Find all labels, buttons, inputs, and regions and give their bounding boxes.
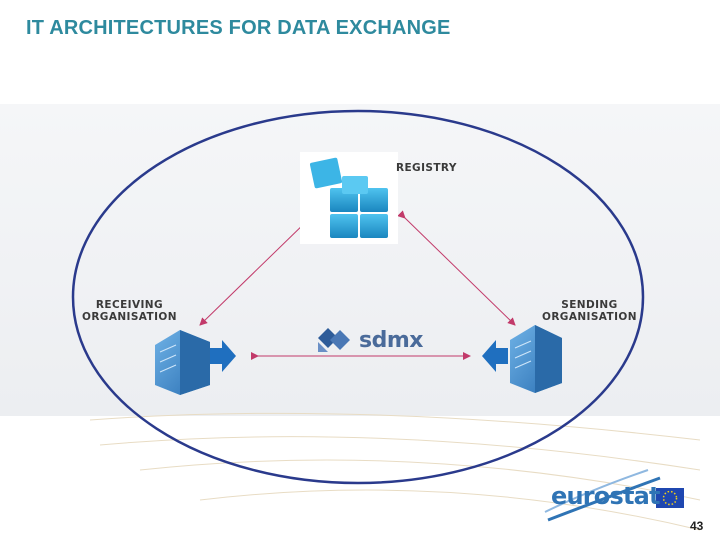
exchange-ellipse bbox=[71, 109, 645, 485]
sending-label-line1: SENDING bbox=[561, 299, 618, 311]
eu-flag-icon bbox=[656, 488, 684, 508]
registry-sending-arrow bbox=[397, 210, 516, 326]
registry-receiving-arrow bbox=[199, 210, 318, 326]
page-number: 43 bbox=[690, 519, 704, 533]
slide-title: IT ARCHITECTURES FOR DATA EXCHANGE bbox=[26, 17, 451, 39]
receiving-building-icon bbox=[155, 330, 236, 395]
cubes-icon bbox=[300, 152, 398, 244]
sdmx-logo-text: sdmx bbox=[359, 328, 423, 353]
sdmx-mark-icon bbox=[318, 328, 350, 352]
eurostat-logo bbox=[544, 469, 661, 522]
eurostat-logo-text: eurostat bbox=[551, 482, 661, 510]
sending-building-icon bbox=[482, 325, 562, 393]
decorative-swoosh bbox=[89, 412, 701, 531]
arrows bbox=[199, 210, 516, 360]
receiving-label-line1: RECEIVING bbox=[95, 299, 163, 311]
receiving-label-line2: ORGANISATION bbox=[82, 311, 177, 323]
receiving-organisation-label: RECEIVING ORGANISATION bbox=[82, 299, 177, 323]
sending-organisation-label: SENDING ORGANISATION bbox=[542, 299, 637, 323]
registry-label: REGISTRY bbox=[396, 162, 457, 174]
sending-label-line2: ORGANISATION bbox=[542, 311, 637, 323]
